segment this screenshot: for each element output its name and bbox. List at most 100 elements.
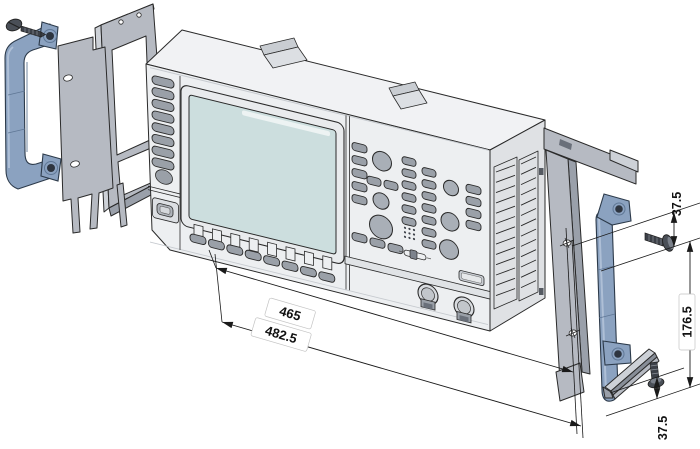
panel-button — [465, 183, 482, 196]
screw-head — [662, 234, 674, 252]
frame-window-upper — [111, 35, 151, 156]
dimension-label-37.5-top: 37.5 — [670, 192, 684, 216]
vent-slat — [520, 208, 537, 216]
plate-hole — [63, 74, 73, 82]
keypad-dot — [412, 237, 416, 241]
frame-hole — [136, 12, 142, 18]
panel-button — [401, 192, 417, 203]
vent-slat — [520, 197, 537, 206]
vent-slat — [495, 246, 516, 255]
panel-button — [421, 203, 437, 214]
left-bracket-plate — [57, 36, 128, 234]
keypad-dot — [412, 233, 416, 236]
panel-button — [421, 191, 437, 202]
handle-screw-hole — [614, 350, 622, 358]
panel-button — [401, 180, 417, 191]
panel-button — [351, 232, 368, 244]
knob — [372, 150, 392, 172]
softkey-stem — [267, 241, 278, 257]
menu-button — [151, 122, 175, 136]
menu-button — [151, 110, 175, 124]
dimension-label-box — [678, 293, 696, 351]
vent-slat — [520, 187, 537, 196]
front-panel — [148, 67, 491, 326]
screen — [188, 94, 337, 255]
latch-pin — [539, 288, 544, 295]
menu-button-column — [151, 75, 175, 171]
panel-button — [401, 216, 417, 227]
dimension-label-176.5: 176.5 — [681, 306, 695, 337]
top-notch — [388, 81, 428, 110]
menu-button — [151, 87, 175, 101]
menu-button — [151, 145, 175, 159]
right-handle — [595, 193, 632, 402]
vent-slat — [495, 236, 516, 245]
vent-slat — [520, 218, 537, 227]
panel-button — [465, 207, 482, 220]
menu-button — [151, 98, 175, 112]
vent-slat — [520, 238, 537, 247]
vent-slat — [520, 259, 537, 268]
panel-button — [351, 194, 368, 206]
keypad-dot — [403, 226, 407, 229]
vent-slat — [495, 195, 516, 204]
vent-slat — [495, 205, 516, 214]
panel-button — [383, 179, 399, 191]
keypad-dot — [403, 231, 407, 234]
vent-slat — [495, 174, 516, 183]
vent-slat — [520, 228, 537, 237]
vent-slat — [495, 164, 516, 173]
dimension-label-37.5-bottom: 37.5 — [656, 416, 670, 440]
keypad-dot — [408, 236, 411, 240]
panel-button — [401, 204, 417, 215]
handle-screw-hole — [47, 164, 55, 172]
panel-button — [351, 181, 368, 193]
panel-button — [421, 239, 437, 250]
extension-line — [208, 249, 217, 269]
trim-strip — [602, 348, 660, 400]
vent-slat — [495, 226, 516, 235]
vent-slat — [520, 156, 537, 165]
slider-control — [399, 249, 431, 261]
softkey-stem — [285, 246, 296, 262]
softkey-button — [244, 249, 262, 262]
svg-text:465: 465 — [278, 303, 303, 323]
softkey-stem — [248, 237, 259, 253]
round-button — [155, 169, 173, 185]
knob — [372, 192, 390, 210]
panel-button — [366, 175, 382, 187]
softkey-stem — [303, 250, 314, 266]
extension-line — [214, 253, 223, 323]
panel-button — [401, 156, 417, 167]
plate-hole — [70, 160, 80, 168]
softkey-button — [263, 255, 281, 267]
frame-hole — [118, 19, 124, 25]
keypad-dot — [403, 235, 407, 238]
keypad-dots — [403, 226, 416, 241]
vent-slat — [520, 249, 537, 258]
panel-button — [351, 142, 368, 154]
reference-line — [609, 367, 685, 394]
top-notch — [259, 37, 308, 69]
panel-button — [351, 155, 368, 167]
vent-slat — [520, 177, 537, 186]
handle-screw-hole — [615, 205, 623, 213]
panel-button — [421, 179, 437, 190]
vent-slat — [495, 257, 516, 266]
panel-button — [421, 167, 437, 178]
reference-line — [605, 383, 700, 417]
dimension-label-482.5: 482.5 — [250, 317, 312, 352]
knob — [443, 179, 459, 197]
panel-button — [421, 227, 437, 238]
screen-glare — [242, 110, 330, 137]
latch-pin — [539, 168, 544, 175]
instrument — [145, 29, 546, 332]
knob — [440, 212, 460, 232]
panel-button — [465, 195, 482, 208]
keypad-dot — [412, 228, 416, 232]
knob — [369, 214, 393, 240]
handle-screw-hole — [46, 32, 54, 40]
knob — [439, 239, 459, 260]
